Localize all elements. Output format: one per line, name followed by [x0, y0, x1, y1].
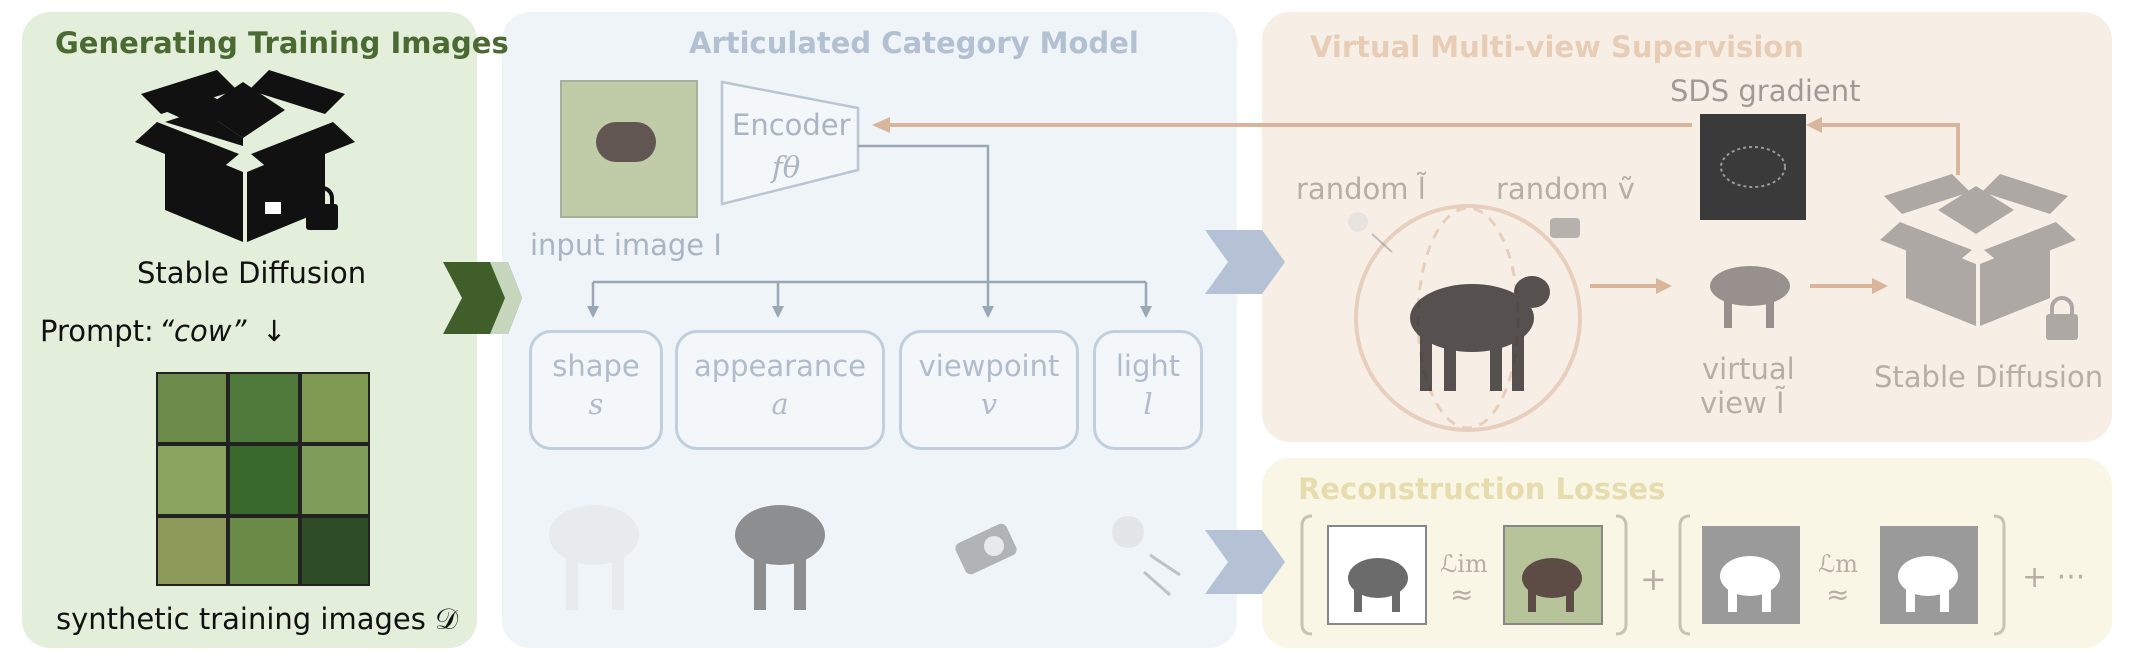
- virtual-view-cow: [1710, 266, 1790, 328]
- loss-m-approx: ≈: [1826, 578, 1850, 611]
- node-light: light l: [1093, 330, 1203, 450]
- loss-m-label: ℒm: [1818, 550, 1859, 578]
- virtual-title: Virtual Multi-view Supervision: [1310, 30, 1804, 64]
- node-viewpoint: viewpoint v: [899, 330, 1079, 450]
- training-image-grid: [156, 372, 370, 586]
- input-image-label: input image I: [530, 228, 722, 262]
- node-light-symbol: l: [1143, 387, 1153, 421]
- light-bulb-icon: [1112, 516, 1181, 597]
- stable-diffusion-faded-icon: [1880, 174, 2076, 326]
- camera-small-icon: [1550, 218, 1580, 238]
- virtual-view-label-1: virtual: [1702, 352, 1795, 386]
- prompt-label: Prompt:: [40, 314, 154, 348]
- encoder-symbol: fθ: [772, 150, 801, 184]
- articulated-title: Articulated Category Model: [689, 26, 1139, 60]
- sds-gradient-image: [1700, 114, 1806, 220]
- shape-mesh-icon: [549, 505, 639, 610]
- stable-diffusion-label: Stable Diffusion: [137, 256, 367, 290]
- stable-diffusion-faded-label: Stable Diffusion: [1874, 360, 2104, 394]
- node-shape-label: shape: [552, 349, 640, 383]
- sds-gradient-label: SDS gradient: [1670, 74, 1861, 108]
- plus-sign: +: [1640, 560, 1667, 598]
- camera-icon: [955, 523, 1017, 575]
- lock-icon: [306, 186, 338, 230]
- lock-faded-icon: [2046, 296, 2078, 340]
- random-view-label: random ṽ: [1496, 172, 1635, 206]
- node-appearance-label: appearance: [693, 349, 867, 383]
- chevron-blue-top: [1205, 230, 1285, 294]
- stable-diffusion-box-icon: [135, 70, 355, 242]
- render-sphere: [1354, 204, 1582, 432]
- encoder-label: Encoder: [732, 108, 851, 142]
- input-image: [560, 80, 698, 218]
- node-appearance-symbol: a: [771, 387, 789, 421]
- loss-im-label: ℒim: [1440, 550, 1488, 578]
- node-light-label: light: [1115, 349, 1181, 383]
- node-shape: shape s: [529, 330, 663, 450]
- chevron-blue-bottom: [1205, 530, 1285, 594]
- dataset-label: synthetic training images 𝒟: [56, 602, 459, 636]
- encoder-shape: [720, 80, 860, 206]
- reconstruction-title: Reconstruction Losses: [1298, 472, 1666, 506]
- light-source-icon: [1348, 212, 1393, 253]
- loss-im-approx: ≈: [1450, 578, 1474, 611]
- appearance-cow-icon: [735, 505, 825, 610]
- prompt-value: “cow”: [159, 314, 247, 348]
- node-shape-symbol: s: [588, 387, 604, 421]
- cow-3d-render: [1410, 276, 1550, 391]
- node-viewpoint-label: viewpoint: [918, 349, 1060, 383]
- plus-ellipsis: + ···: [2022, 560, 2086, 595]
- prompt-arrow: ↓: [262, 314, 287, 348]
- node-appearance: appearance a: [675, 330, 885, 450]
- node-viewpoint-symbol: v: [980, 387, 998, 421]
- generating-title: Generating Training Images: [55, 26, 509, 60]
- virtual-view-label-2: view Ĩ: [1700, 386, 1785, 420]
- random-light-label: random l̃: [1296, 172, 1426, 206]
